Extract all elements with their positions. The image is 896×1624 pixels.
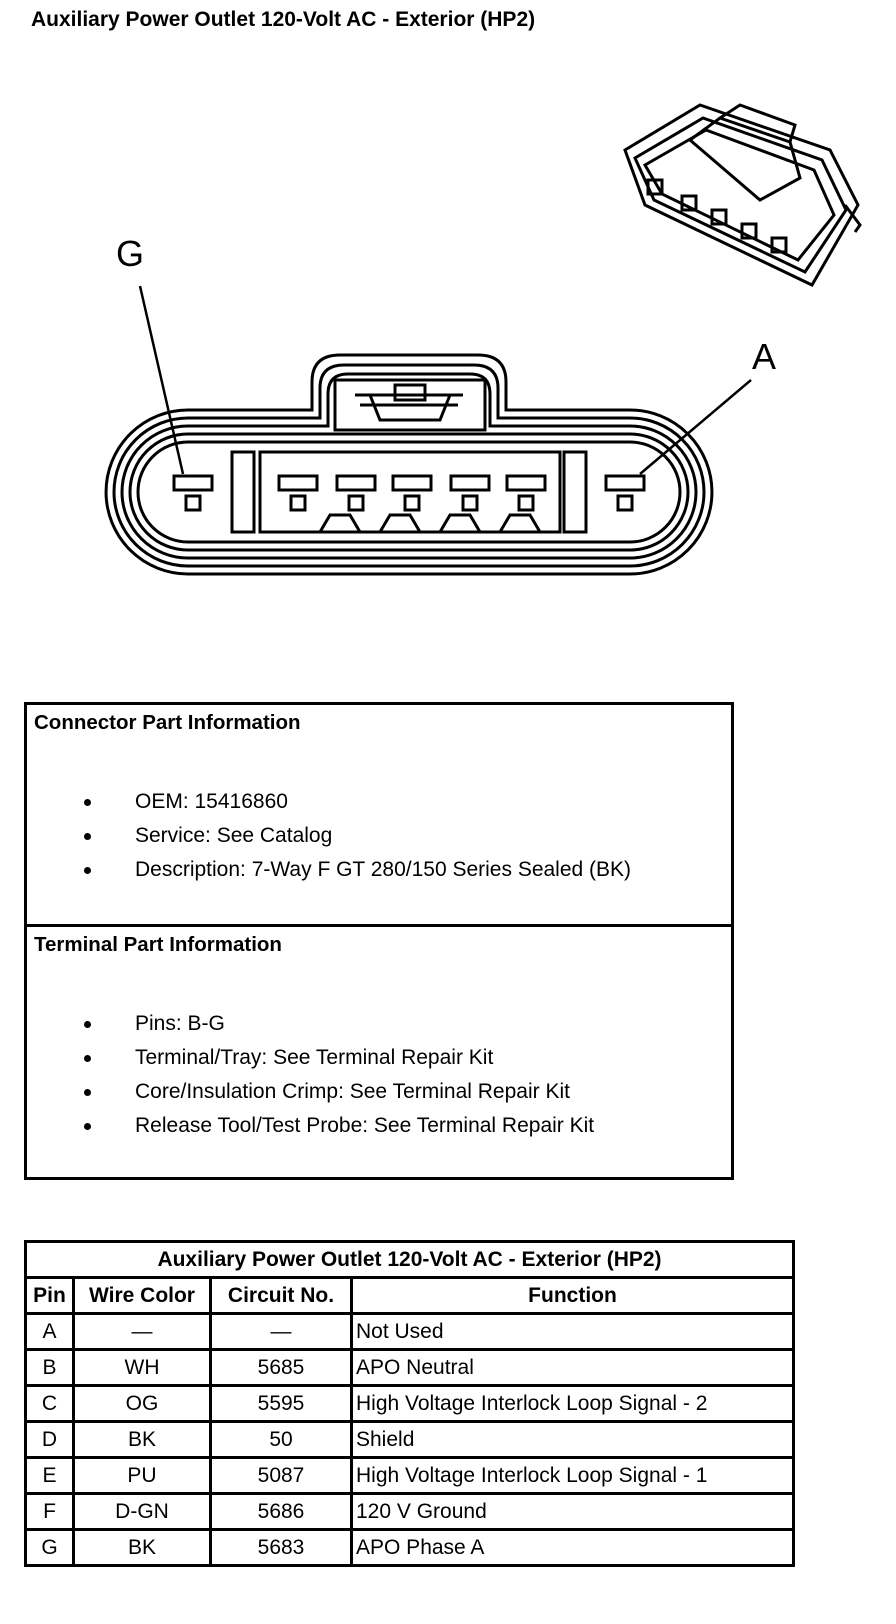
page-title: Auxiliary Power Outlet 120-Volt AC - Ext… bbox=[31, 8, 536, 31]
bullet-icon bbox=[84, 833, 91, 840]
circuit-cell: 5595 bbox=[209, 1384, 353, 1423]
pin-label-g: G bbox=[116, 233, 145, 274]
wire-color-cell: — bbox=[72, 1312, 212, 1351]
pin-cell: A bbox=[24, 1312, 75, 1351]
circuit-cell: 50 bbox=[209, 1420, 353, 1459]
pin-cell: C bbox=[24, 1384, 75, 1423]
function-cell: Not Used bbox=[350, 1312, 795, 1351]
column-header: Circuit No. bbox=[209, 1276, 353, 1315]
table-row: G BK 5683 APO Phase A bbox=[24, 1528, 795, 1567]
wire-color-cell: BK bbox=[72, 1528, 212, 1567]
leader-line-g bbox=[138, 285, 185, 475]
column-header: Pin bbox=[24, 1276, 75, 1315]
circuit-cell: 5683 bbox=[209, 1528, 353, 1567]
wire-color-cell: WH bbox=[72, 1348, 212, 1387]
wire-color-cell: OG bbox=[72, 1384, 212, 1423]
function-cell: APO Neutral bbox=[350, 1348, 795, 1387]
wire-color-cell: PU bbox=[72, 1456, 212, 1495]
pin-cell: E bbox=[24, 1456, 75, 1495]
terminal-cavities bbox=[172, 474, 646, 512]
part-info-box: Connector Part Information OEM: 15416860… bbox=[24, 702, 734, 1180]
table-row: C OG 5595 High Voltage Interlock Loop Si… bbox=[24, 1384, 795, 1423]
pin-cell: F bbox=[24, 1492, 75, 1531]
pin-label-a: A bbox=[752, 336, 777, 377]
table-row: B WH 5685 APO Neutral bbox=[24, 1348, 795, 1387]
terminal-info-title: Terminal Part Information bbox=[34, 933, 282, 956]
table-header-row: Pin Wire Color Circuit No. Function bbox=[24, 1276, 795, 1315]
table-row: A — — Not Used bbox=[24, 1312, 795, 1351]
circuit-cell: 5087 bbox=[209, 1456, 353, 1495]
connector-diagram bbox=[104, 103, 862, 576]
function-cell: 120 V Ground bbox=[350, 1492, 795, 1531]
table-caption-row: Auxiliary Power Outlet 120-Volt AC - Ext… bbox=[24, 1240, 795, 1279]
bullet-icon bbox=[84, 1055, 91, 1062]
bullet-icon bbox=[84, 799, 91, 806]
wire-color-cell: D-GN bbox=[72, 1492, 212, 1531]
bullet-icon bbox=[84, 1123, 91, 1130]
terminal-part-info: Terminal Part Information Pins: B-G Term… bbox=[34, 933, 595, 1137]
column-header: Function bbox=[350, 1276, 795, 1315]
circuit-cell: — bbox=[209, 1312, 353, 1351]
pin-cell: D bbox=[24, 1420, 75, 1459]
connector-part-info: Connector Part Information OEM: 15416860… bbox=[27, 705, 731, 927]
function-cell: Shield bbox=[350, 1420, 795, 1459]
table-row: F D-GN 5686 120 V Ground bbox=[24, 1492, 795, 1531]
pin-cell: B bbox=[24, 1348, 75, 1387]
pin-table: Auxiliary Power Outlet 120-Volt AC - Ext… bbox=[24, 1240, 795, 1567]
table-row: D BK 50 Shield bbox=[24, 1420, 795, 1459]
circuit-cell: 5686 bbox=[209, 1492, 353, 1531]
function-cell: High Voltage Interlock Loop Signal - 2 bbox=[350, 1384, 795, 1423]
bullet-icon bbox=[84, 1021, 91, 1028]
bullet-icon bbox=[84, 1089, 91, 1096]
bullet-icon bbox=[84, 867, 91, 874]
connector-info-title: Connector Part Information bbox=[34, 711, 301, 734]
connector-iso-thumbnail bbox=[623, 103, 862, 287]
pin-cell: G bbox=[24, 1528, 75, 1567]
table-caption: Auxiliary Power Outlet 120-Volt AC - Ext… bbox=[24, 1240, 795, 1279]
column-header: Wire Color bbox=[72, 1276, 212, 1315]
wire-color-cell: BK bbox=[72, 1420, 212, 1459]
function-cell: High Voltage Interlock Loop Signal - 1 bbox=[350, 1456, 795, 1495]
table-row: E PU 5087 High Voltage Interlock Loop Si… bbox=[24, 1456, 795, 1495]
function-cell: APO Phase A bbox=[350, 1528, 795, 1567]
circuit-cell: 5685 bbox=[209, 1348, 353, 1387]
leader-line-a bbox=[639, 379, 752, 475]
